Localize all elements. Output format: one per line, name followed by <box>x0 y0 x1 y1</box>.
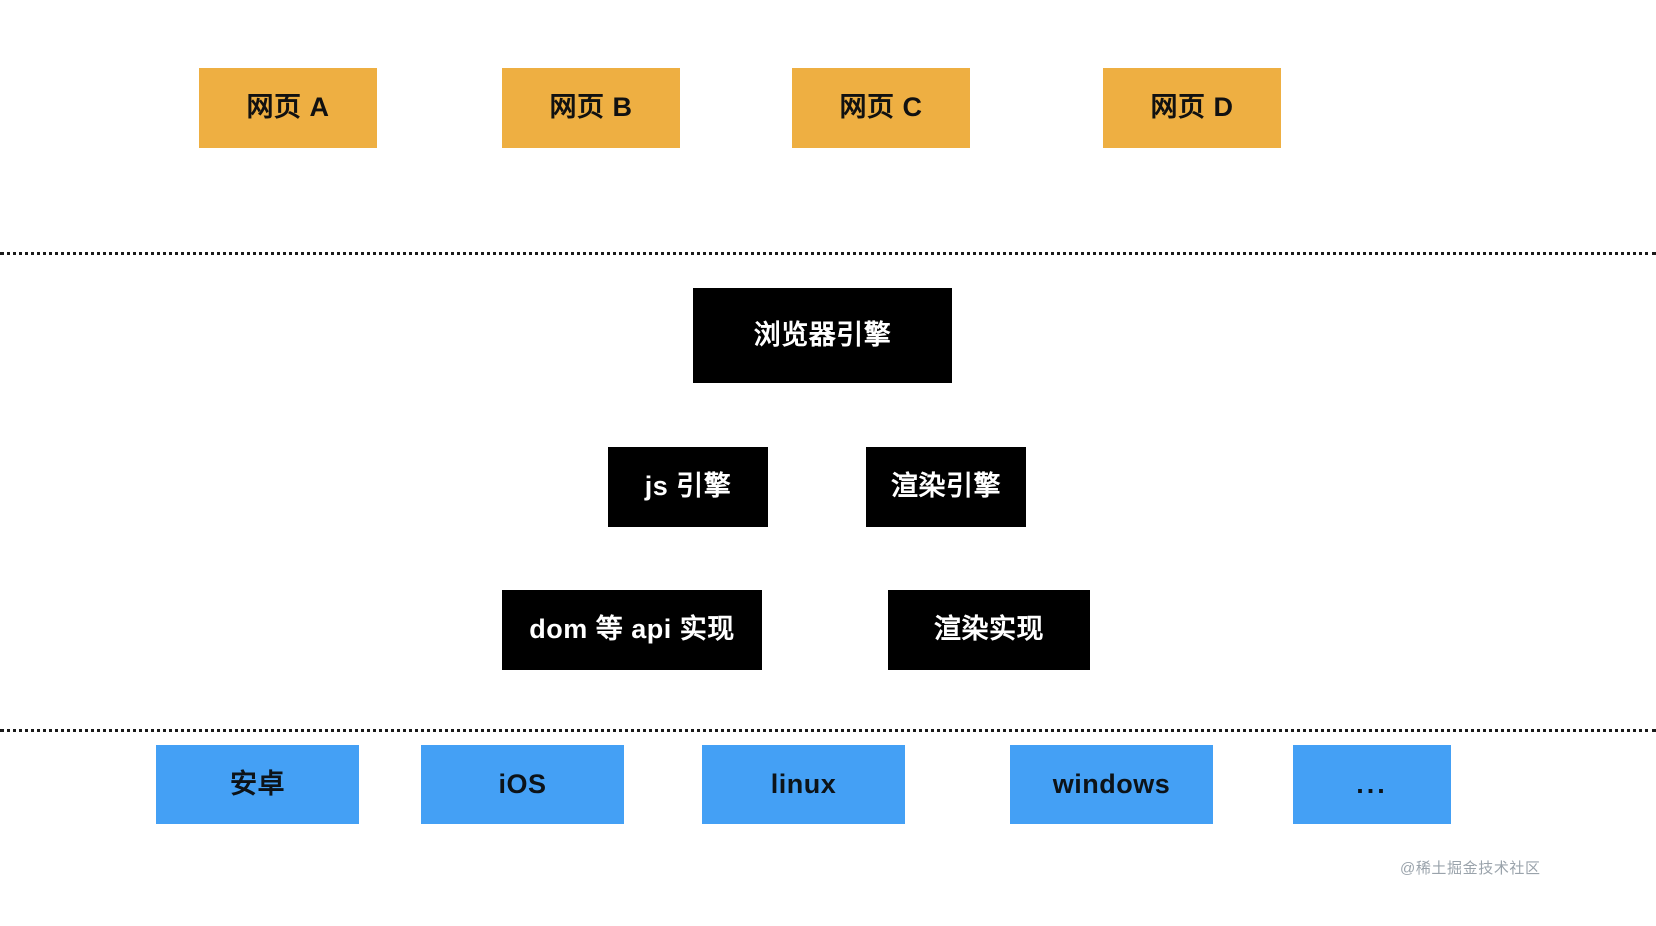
dom-api-impl-label: dom 等 api 实现 <box>529 614 735 645</box>
web-page-box-c: 网页 C <box>792 68 970 148</box>
dom-api-impl-box: dom 等 api 实现 <box>502 590 762 670</box>
render-engine-box: 渲染引擎 <box>866 447 1026 527</box>
platform-box-linux: linux <box>702 745 905 824</box>
watermark-text: @稀土掘金技术社区 <box>1400 860 1541 877</box>
web-page-label-d: 网页 D <box>1150 92 1234 123</box>
web-page-label-b: 网页 B <box>549 92 633 123</box>
js-engine-label: js 引擎 <box>644 471 732 502</box>
platform-box-windows: windows <box>1010 745 1213 824</box>
render-impl-box: 渲染实现 <box>888 590 1090 670</box>
divider-top <box>0 252 1656 255</box>
platform-box-ios: iOS <box>421 745 624 824</box>
platform-box-more: ... <box>1293 745 1451 824</box>
render-engine-label: 渲染引擎 <box>891 471 1001 502</box>
platform-label-more: ... <box>1356 768 1388 799</box>
web-page-box-b: 网页 B <box>502 68 680 148</box>
web-page-label-a: 网页 A <box>246 92 330 123</box>
platform-label-android: 安卓 <box>230 768 285 799</box>
divider-bottom <box>0 729 1656 732</box>
platform-label-windows: windows <box>1052 768 1171 799</box>
browser-engine-label: 浏览器引擎 <box>753 319 892 350</box>
web-page-label-c: 网页 C <box>839 92 923 123</box>
web-page-box-d: 网页 D <box>1103 68 1281 148</box>
web-page-box-a: 网页 A <box>199 68 377 148</box>
platform-label-linux: linux <box>770 768 837 799</box>
render-impl-label: 渲染实现 <box>934 614 1044 645</box>
js-engine-box: js 引擎 <box>608 447 768 527</box>
platform-box-android: 安卓 <box>156 745 359 824</box>
browser-engine-box: 浏览器引擎 <box>693 288 952 383</box>
platform-label-ios: iOS <box>498 768 547 799</box>
